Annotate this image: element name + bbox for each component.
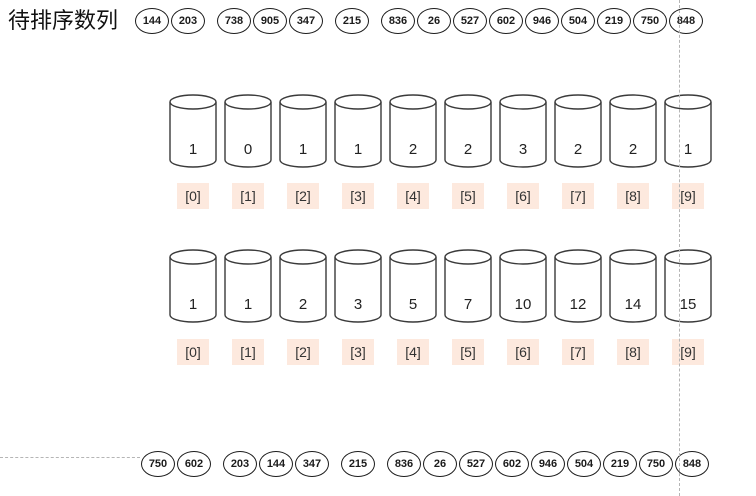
input-number-11: 504 (561, 8, 595, 34)
prefix-bucket-count-5: 7 (463, 296, 473, 313)
prefix-bucket-2: 2 (278, 247, 328, 327)
prefix-index-9: [9] (672, 339, 704, 365)
input-number-0: 144 (135, 8, 169, 34)
input-number-1: 203 (171, 8, 205, 34)
input-number-4: 347 (289, 8, 323, 34)
prefix-bucket-count-9: 15 (679, 296, 697, 313)
count-index-0: [0] (177, 183, 209, 209)
output-number-9: 602 (495, 451, 529, 477)
output-number-14: 848 (675, 451, 709, 477)
count-index-1: [1] (232, 183, 264, 209)
prefix-index-6: [6] (507, 339, 539, 365)
prefix-index-1: [1] (232, 339, 264, 365)
count-index-8: [8] (617, 183, 649, 209)
output-number-4: 347 (295, 451, 329, 477)
output-number-13: 750 (639, 451, 673, 477)
prefix-index-row: [0] [1] [2] [3] [4] [5] [6] [7] [8] [9] (168, 339, 718, 365)
output-number-3: 144 (259, 451, 293, 477)
prefix-index-2: [2] (287, 339, 319, 365)
prefix-bucket-count-4: 5 (408, 296, 418, 313)
input-number-3: 905 (253, 8, 287, 34)
count-bucket-count-4: 2 (408, 141, 418, 158)
input-number-13: 750 (633, 8, 667, 34)
output-number-1: 602 (177, 451, 211, 477)
prefix-bucket-1: 1 (223, 247, 273, 327)
prefix-index-0: [0] (177, 339, 209, 365)
count-bucket-count-8: 2 (628, 141, 638, 158)
count-index-6: [6] (507, 183, 539, 209)
prefix-index-8: [8] (617, 339, 649, 365)
count-bucket-6: 3 (498, 92, 548, 172)
prefix-bucket-6: 10 (498, 247, 548, 327)
output-number-6: 836 (387, 451, 421, 477)
prefix-bucket-0: 1 (168, 247, 218, 327)
count-bucket-1: 0 (223, 92, 273, 172)
page-title: 待排序数列 (8, 9, 119, 34)
count-bucket-4: 2 (388, 92, 438, 172)
input-number-10: 946 (525, 8, 559, 34)
count-index-row: [0] [1] [2] [3] [4] [5] [6] [7] [8] [9] (168, 183, 718, 209)
output-number-8: 527 (459, 451, 493, 477)
count-bucket-row: 1 0 1 1 2 2 3 2 2 1 (168, 92, 718, 172)
count-bucket-count-3: 1 (353, 141, 363, 158)
prefix-bucket-count-6: 10 (514, 296, 532, 313)
count-bucket-0: 1 (168, 92, 218, 172)
prefix-bucket-4: 5 (388, 247, 438, 327)
count-bucket-count-0: 1 (188, 141, 198, 158)
output-number-10: 946 (531, 451, 565, 477)
input-number-8: 527 (453, 8, 487, 34)
count-bucket-count-6: 3 (518, 141, 528, 158)
count-bucket-count-5: 2 (463, 141, 473, 158)
count-bucket-9: 1 (663, 92, 713, 172)
prefix-bucket-9: 15 (663, 247, 713, 327)
prefix-index-3: [3] (342, 339, 374, 365)
output-number-12: 219 (603, 451, 637, 477)
count-index-4: [4] (397, 183, 429, 209)
output-number-0: 750 (141, 451, 175, 477)
count-bucket-7: 2 (553, 92, 603, 172)
count-index-7: [7] (562, 183, 594, 209)
input-number-7: 26 (417, 8, 451, 34)
prefix-index-5: [5] (452, 339, 484, 365)
output-number-7: 26 (423, 451, 457, 477)
prefix-bucket-count-3: 3 (353, 296, 363, 313)
prefix-bucket-3: 3 (333, 247, 383, 327)
prefix-bucket-count-2: 2 (298, 296, 308, 313)
prefix-bucket-5: 7 (443, 247, 493, 327)
count-bucket-count-9: 1 (683, 141, 693, 158)
output-number-5: 215 (341, 451, 375, 477)
input-number-9: 602 (489, 8, 523, 34)
prefix-index-4: [4] (397, 339, 429, 365)
count-bucket-5: 2 (443, 92, 493, 172)
count-index-9: [9] (672, 183, 704, 209)
guide-vertical-line (679, 0, 680, 496)
prefix-bucket-count-7: 12 (569, 296, 587, 313)
output-number-11: 504 (567, 451, 601, 477)
count-bucket-count-7: 2 (573, 141, 583, 158)
count-bucket-count-2: 1 (298, 141, 308, 158)
count-index-5: [5] (452, 183, 484, 209)
count-bucket-8: 2 (608, 92, 658, 172)
prefix-bucket-8: 14 (608, 247, 658, 327)
guide-horizontal-line (0, 457, 140, 458)
count-index-3: [3] (342, 183, 374, 209)
prefix-bucket-count-8: 14 (624, 296, 642, 313)
count-index-2: [2] (287, 183, 319, 209)
input-number-14: 848 (669, 8, 703, 34)
prefix-index-7: [7] (562, 339, 594, 365)
count-bucket-count-1: 0 (243, 141, 253, 158)
prefix-bucket-count-0: 1 (188, 296, 198, 313)
output-number-2: 203 (223, 451, 257, 477)
input-number-2: 738 (217, 8, 251, 34)
input-number-12: 219 (597, 8, 631, 34)
prefix-bucket-7: 12 (553, 247, 603, 327)
input-number-5: 215 (335, 8, 369, 34)
prefix-bucket-count-1: 1 (243, 296, 253, 313)
count-bucket-3: 1 (333, 92, 383, 172)
count-bucket-2: 1 (278, 92, 328, 172)
input-number-6: 836 (381, 8, 415, 34)
